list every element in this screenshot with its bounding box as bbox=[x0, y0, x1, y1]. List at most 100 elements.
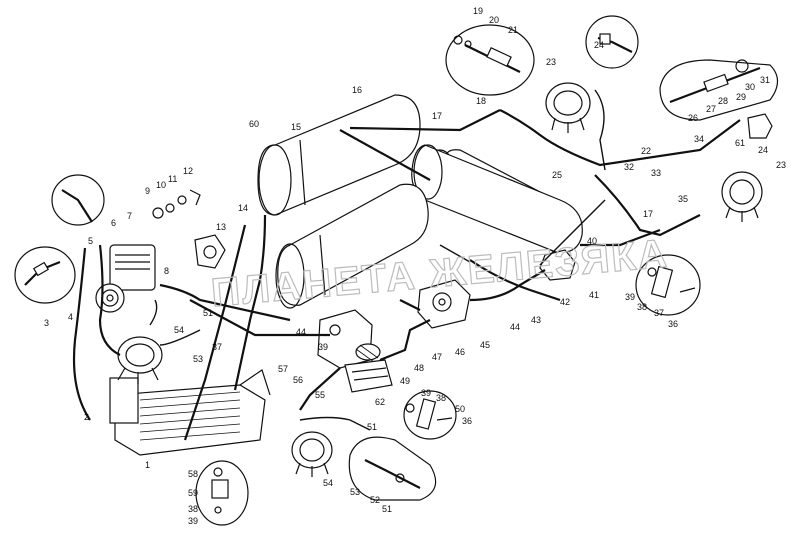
central-valve bbox=[417, 279, 471, 329]
label: 22 bbox=[641, 146, 651, 156]
pressure-regulator bbox=[194, 234, 226, 269]
brake-chamber-front-left bbox=[117, 336, 163, 384]
label: 56 bbox=[293, 375, 303, 385]
label: 25 bbox=[552, 170, 562, 180]
label: 38 bbox=[436, 393, 446, 403]
label: 39 bbox=[188, 516, 198, 526]
label: 39 bbox=[421, 388, 431, 398]
label: 43 bbox=[531, 315, 541, 325]
label: 49 bbox=[400, 376, 410, 386]
brake-chamber-rear-top bbox=[545, 82, 591, 133]
label: 54 bbox=[323, 478, 333, 488]
label: 18 bbox=[476, 96, 486, 106]
label: 62 bbox=[375, 397, 385, 407]
label: 30 bbox=[745, 82, 755, 92]
label: 29 bbox=[736, 92, 746, 102]
compressor bbox=[95, 244, 156, 313]
callout-bracket-right bbox=[635, 254, 701, 316]
valve-box-49 bbox=[344, 359, 393, 393]
label: 53 bbox=[350, 487, 360, 497]
label: 36 bbox=[462, 416, 472, 426]
callout-bracket-center bbox=[403, 390, 457, 440]
label: 26 bbox=[688, 113, 698, 123]
label: 37 bbox=[654, 308, 664, 318]
brake-chamber-bottom bbox=[291, 431, 333, 477]
label: 20 bbox=[489, 15, 499, 25]
callout-fittings-right bbox=[659, 59, 779, 121]
label: 6 bbox=[111, 218, 116, 228]
label: 54 bbox=[174, 325, 184, 335]
callout-elbow-top bbox=[585, 15, 639, 69]
label: 35 bbox=[678, 194, 688, 204]
label: 53 bbox=[193, 354, 203, 364]
label: 38 bbox=[637, 302, 647, 312]
label: 16 bbox=[352, 85, 362, 95]
label: 8 bbox=[164, 266, 169, 276]
label: 48 bbox=[414, 363, 424, 373]
label: 60 bbox=[249, 119, 259, 129]
callout-fittings-top bbox=[445, 24, 535, 96]
callout-clamp-bottom bbox=[195, 460, 249, 526]
label: 37 bbox=[212, 342, 222, 352]
label: 15 bbox=[291, 122, 301, 132]
label: 17 bbox=[432, 111, 442, 121]
label: 41 bbox=[589, 290, 599, 300]
radiator-block bbox=[109, 369, 271, 456]
callout-elbow bbox=[51, 174, 105, 226]
label: 7 bbox=[127, 211, 132, 221]
label: 32 bbox=[624, 162, 634, 172]
label: 36 bbox=[668, 319, 678, 329]
label: 33 bbox=[651, 168, 661, 178]
label: 27 bbox=[706, 104, 716, 114]
label: 45 bbox=[480, 340, 490, 350]
brake-valve bbox=[317, 309, 381, 369]
label: 39 bbox=[318, 342, 328, 352]
label: 47 bbox=[432, 352, 442, 362]
callout-hose-fitting bbox=[14, 246, 76, 304]
pipes bbox=[72, 89, 741, 441]
label: 23 bbox=[776, 160, 786, 170]
label: 52 bbox=[370, 495, 380, 505]
label: 40 bbox=[587, 236, 597, 246]
callout-hose-bottom bbox=[348, 436, 437, 501]
label: 44 bbox=[296, 327, 306, 337]
label: 21 bbox=[508, 25, 518, 35]
label: 44 bbox=[510, 322, 520, 332]
label: 2 bbox=[84, 412, 89, 422]
label: 12 bbox=[183, 166, 193, 176]
label: 28 bbox=[718, 96, 728, 106]
label: 4 bbox=[68, 312, 73, 322]
label: 24 bbox=[594, 40, 604, 50]
label: 5 bbox=[88, 236, 93, 246]
label: 46 bbox=[455, 347, 465, 357]
label: 38 bbox=[188, 504, 198, 514]
label: 31 bbox=[760, 75, 770, 85]
label: 57 bbox=[278, 364, 288, 374]
label: 14 bbox=[238, 203, 248, 213]
label: 24 bbox=[758, 145, 768, 155]
label: 59 bbox=[188, 488, 198, 498]
valve-40 bbox=[539, 249, 576, 281]
label: 3 bbox=[44, 318, 49, 328]
label: 55 bbox=[315, 390, 325, 400]
label: 9 bbox=[145, 186, 150, 196]
label: 17 bbox=[643, 209, 653, 219]
valve-61 bbox=[747, 113, 773, 139]
air-tank-upper-left bbox=[257, 94, 421, 216]
label: 34 bbox=[694, 134, 704, 144]
label: 11 bbox=[168, 174, 177, 184]
label: 13 bbox=[216, 222, 226, 232]
label: 1 bbox=[145, 460, 150, 470]
label: 10 bbox=[156, 180, 166, 190]
callout-washers bbox=[152, 189, 201, 219]
label: 51 bbox=[382, 504, 392, 514]
air-tank-lower-left bbox=[275, 183, 429, 309]
label: 50 bbox=[455, 404, 465, 414]
label: 51 bbox=[367, 422, 377, 432]
label: 19 bbox=[473, 6, 483, 16]
label: 23 bbox=[546, 57, 556, 67]
label: 61 bbox=[735, 138, 745, 148]
label: 39 bbox=[625, 292, 635, 302]
